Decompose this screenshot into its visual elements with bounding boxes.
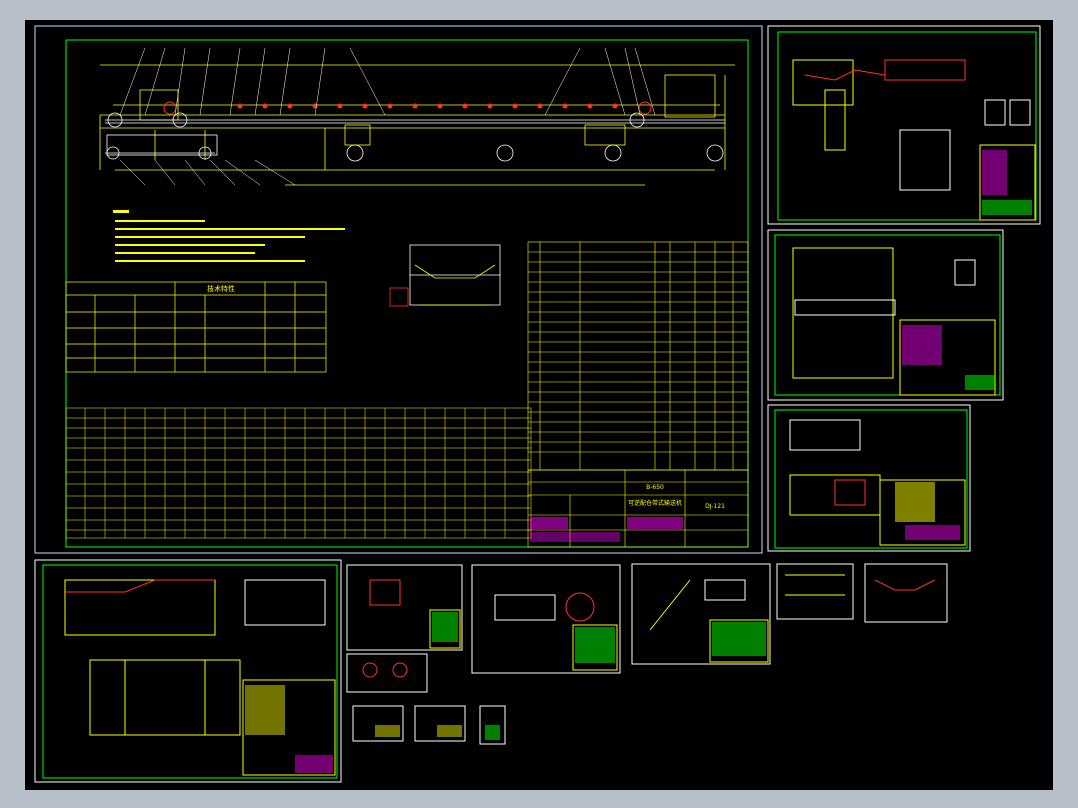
- revision-mark: DJ-121: [705, 503, 725, 510]
- tech-table-header: 技术特性: [207, 284, 235, 293]
- main-sheet: 技术特性: [34, 25, 763, 554]
- title-block: [527, 469, 749, 548]
- sheet-tail-frame: [767, 404, 971, 552]
- sheet-part-d: [776, 563, 854, 620]
- conveyor-elevation: [99, 64, 735, 186]
- sheet-part-f: [346, 653, 428, 693]
- cross-section: [389, 244, 501, 307]
- cad-drawing-canvas[interactable]: 技术特性: [25, 20, 1053, 790]
- bom-table: [527, 241, 749, 471]
- idlers: [163, 101, 652, 115]
- sheet-drive-frame: [767, 229, 1004, 401]
- sheet-part-b: [471, 564, 621, 674]
- drawing-code: B-650: [646, 484, 664, 491]
- leader-lines: [119, 47, 656, 186]
- sheet-part-c: [631, 563, 771, 665]
- tech-table: [65, 281, 327, 373]
- sheet-part-e: [864, 563, 948, 623]
- sheet-part-a: [346, 564, 463, 651]
- sheet-small-parts: [352, 705, 506, 745]
- notes-block: [113, 210, 345, 262]
- rollers: [106, 112, 724, 162]
- spec-grid-table: [65, 407, 532, 539]
- cad-drawing: 技术特性: [34, 25, 1041, 783]
- drawing-title: 可逆配仓带式输送机: [628, 499, 682, 507]
- conveyor-belt: [105, 119, 725, 156]
- sheet-head-detail: [767, 25, 1041, 225]
- sheet-frame-assembly: [34, 559, 342, 783]
